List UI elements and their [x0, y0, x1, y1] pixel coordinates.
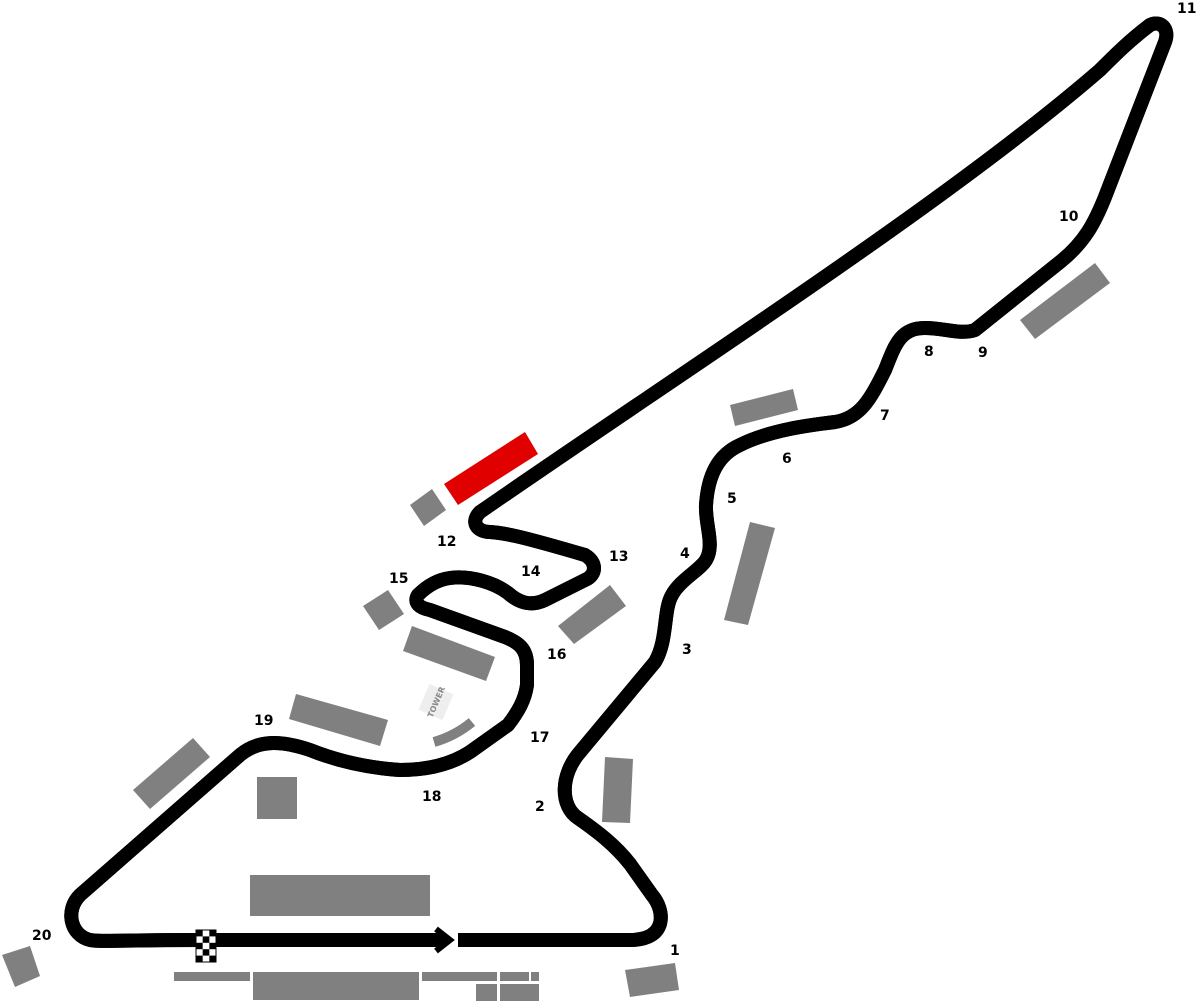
turn-label-15: 15 [389, 571, 408, 587]
turn-label-2: 2 [535, 799, 545, 815]
turn-labels: 1 2 3 4 5 6 7 8 9 10 11 12 13 14 15 16 1… [32, 1, 1196, 959]
turn-label-9: 9 [978, 345, 988, 361]
turn-label-18: 18 [422, 789, 441, 805]
turn-label-5: 5 [727, 491, 737, 507]
grandstand[interactable] [403, 626, 495, 681]
turn-label-19: 19 [254, 713, 273, 729]
grandstands [2, 263, 1110, 1001]
flag-square [196, 955, 203, 962]
flag-square [209, 930, 217, 937]
flag-square [196, 942, 203, 950]
grandstand[interactable] [730, 389, 798, 426]
grandstand[interactable] [602, 757, 633, 823]
direction-arrow-icon [434, 926, 458, 954]
grandstand[interactable] [410, 489, 446, 526]
pit-building[interactable] [531, 972, 539, 981]
pit-building[interactable] [476, 984, 497, 1001]
turn-label-11: 11 [1177, 1, 1196, 17]
flag-square [202, 936, 210, 943]
flag-square [196, 930, 203, 937]
grandstand-arc[interactable] [432, 718, 476, 747]
turn-label-1: 1 [670, 943, 680, 959]
turn-label-12: 12 [437, 534, 456, 550]
flag-square [209, 942, 217, 950]
grandstand[interactable] [133, 738, 210, 809]
turn-label-3: 3 [682, 642, 692, 658]
track [71, 24, 1166, 941]
grandstand[interactable] [250, 875, 430, 916]
grandstand[interactable] [2, 946, 40, 987]
grandstand[interactable] [363, 590, 404, 630]
pit-building[interactable] [174, 972, 250, 981]
turn-label-10: 10 [1059, 209, 1079, 225]
turn-label-7: 7 [880, 408, 890, 424]
grandstand[interactable] [289, 694, 388, 746]
turn-label-17: 17 [530, 730, 549, 746]
highlighted-grandstand[interactable] [444, 432, 538, 505]
pit-building[interactable] [500, 972, 529, 981]
pit-building[interactable] [253, 972, 419, 1000]
pit-building[interactable] [422, 972, 497, 981]
grandstand[interactable] [625, 963, 679, 997]
tower[interactable]: TOWER [418, 682, 455, 722]
flag-square [202, 949, 210, 956]
grandstand[interactable] [257, 777, 297, 819]
turn-label-8: 8 [924, 344, 934, 360]
grandstand[interactable] [558, 585, 626, 644]
pit-building[interactable] [500, 984, 539, 1001]
turn-label-6: 6 [782, 451, 792, 467]
flag-square [209, 955, 217, 962]
grandstand[interactable] [1020, 263, 1110, 339]
turn-label-20: 20 [32, 928, 52, 944]
checkered-flag-icon[interactable] [195, 929, 217, 963]
turn-label-16: 16 [547, 647, 566, 663]
turn-label-13: 13 [609, 549, 628, 565]
grandstand[interactable] [724, 522, 775, 625]
turn-label-14: 14 [521, 564, 541, 580]
turn-label-4: 4 [680, 546, 690, 562]
